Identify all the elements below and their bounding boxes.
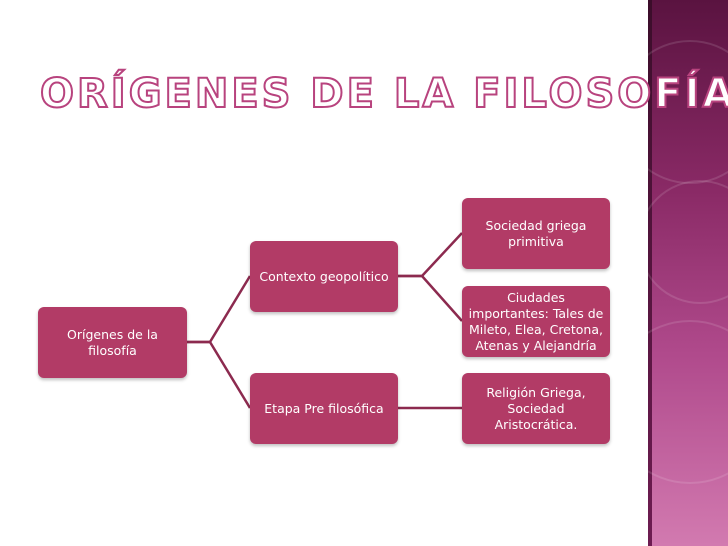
connector-root-geo xyxy=(187,275,252,344)
node-etapa-pre-filosofica-label: Etapa Pre filosófica xyxy=(264,400,384,416)
node-sociedad-griega: Sociedad griega primitiva xyxy=(462,198,610,269)
node-contexto-geopolitico-label: Contexto geopolítico xyxy=(259,268,389,284)
node-contexto-geopolitico: Contexto geopolítico xyxy=(250,241,398,312)
connector-geo-soc xyxy=(398,232,463,278)
decorative-side-band xyxy=(648,0,728,546)
node-etapa-pre-filosofica: Etapa Pre filosófica xyxy=(250,373,398,444)
connector-geo-ciud xyxy=(398,274,463,322)
node-religion-griega-label: Religión Griega, Sociedad Aristocrática. xyxy=(486,384,586,432)
connector-lines xyxy=(187,232,463,410)
node-religion-griega: Religión Griega, Sociedad Aristocrática. xyxy=(462,373,610,444)
node-ciudades-importantes: Ciudades importantes: Tales de Mileto, E… xyxy=(462,286,610,357)
slide-title: Orígenes de la Filosofía xyxy=(39,70,728,118)
connector-root-pre xyxy=(187,340,252,409)
node-root-label: Orígenes de la filosofía xyxy=(67,326,158,358)
node-sociedad-griega-label: Sociedad griega primitiva xyxy=(485,217,587,249)
node-root: Orígenes de la filosofía xyxy=(38,307,187,378)
node-ciudades-importantes-label: Ciudades importantes: Tales de Mileto, E… xyxy=(468,289,604,353)
